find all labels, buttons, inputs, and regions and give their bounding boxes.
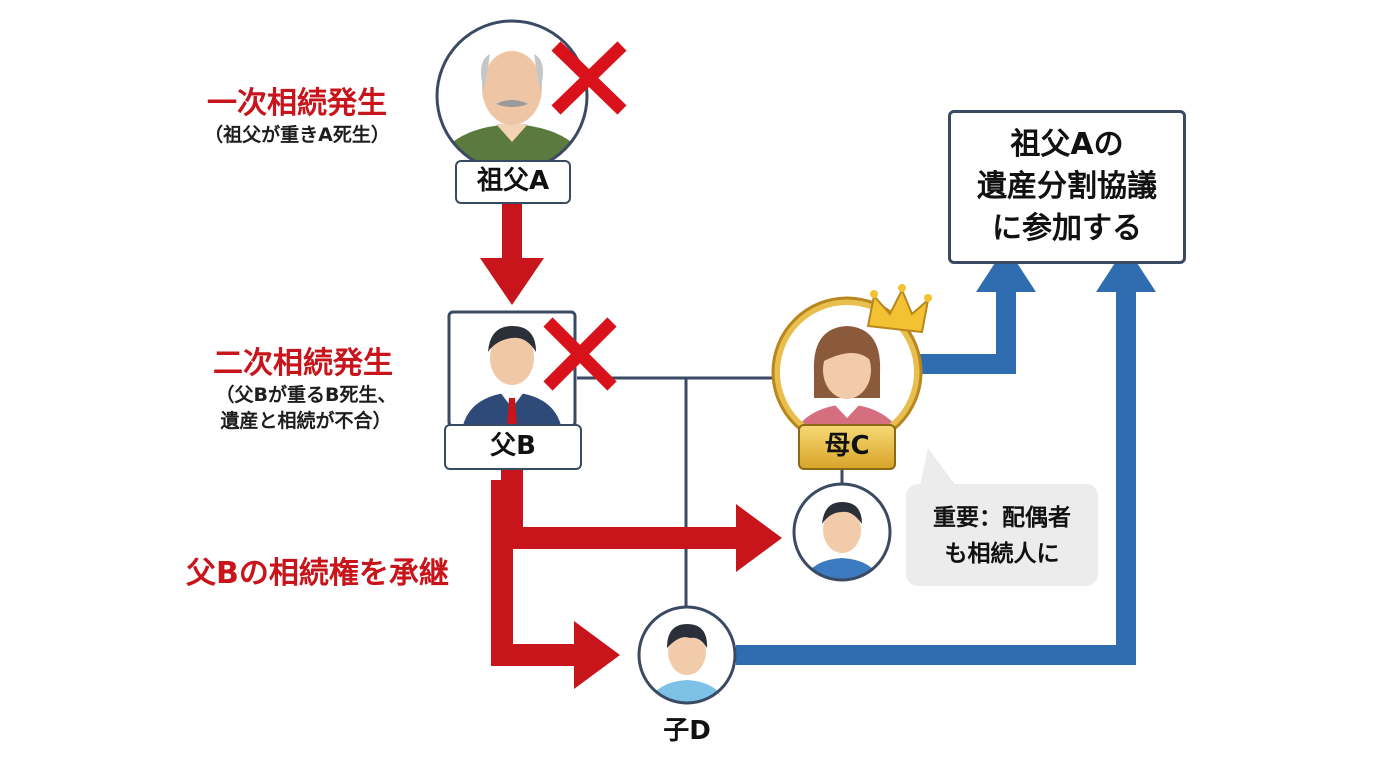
- grandfather-label: 祖父A: [455, 160, 571, 204]
- mother-portrait: [771, 296, 923, 448]
- father-label: 父B: [444, 424, 582, 470]
- second-inheritance-subtitle-line2: 遺産と相続が不合）: [220, 410, 392, 432]
- goal-line-3: に参加する: [992, 211, 1142, 246]
- red-arrow-to-mother: [501, 470, 782, 572]
- callout-line-2: も相続人に: [944, 541, 1060, 567]
- blue-arrow-mother: [914, 246, 1036, 374]
- goal-line-1: 祖父Aの: [1010, 127, 1124, 162]
- child-d-label: 子D: [663, 716, 711, 746]
- estate-division-goal-box: 祖父Aの 遺産分割協議 に参加する: [948, 110, 1186, 264]
- first-inheritance-title: 一次相続発生: [207, 86, 387, 121]
- red-arrow-to-child: [491, 480, 620, 689]
- red-arrow-down: [480, 203, 544, 305]
- inheritance-succession-label: 父Bの相続権を承継: [186, 556, 449, 591]
- callout-text: 重要：配偶者 も相続人に: [906, 500, 1098, 572]
- blue-arrow-child: [736, 246, 1156, 665]
- callout-bubble: [906, 448, 1098, 586]
- crown-icon: [866, 284, 932, 334]
- callout-line-1: 重要：配偶者: [933, 505, 1071, 531]
- child-d-portrait: [637, 605, 737, 705]
- deceased-mark-father: [543, 317, 617, 391]
- goal-line-2: 遺産分割協議: [977, 169, 1157, 204]
- child-portrait-unlabeled: [792, 482, 892, 582]
- first-inheritance-subtitle: （祖父が重きA死生）: [204, 124, 390, 146]
- deceased-mark-grandfather: [551, 41, 627, 115]
- second-inheritance-subtitle-line1: （父Bが重るB死生、: [215, 384, 397, 406]
- father-portrait: [447, 310, 577, 428]
- mother-label: 母C: [798, 424, 896, 470]
- second-inheritance-title: 二次相続発生: [213, 346, 393, 381]
